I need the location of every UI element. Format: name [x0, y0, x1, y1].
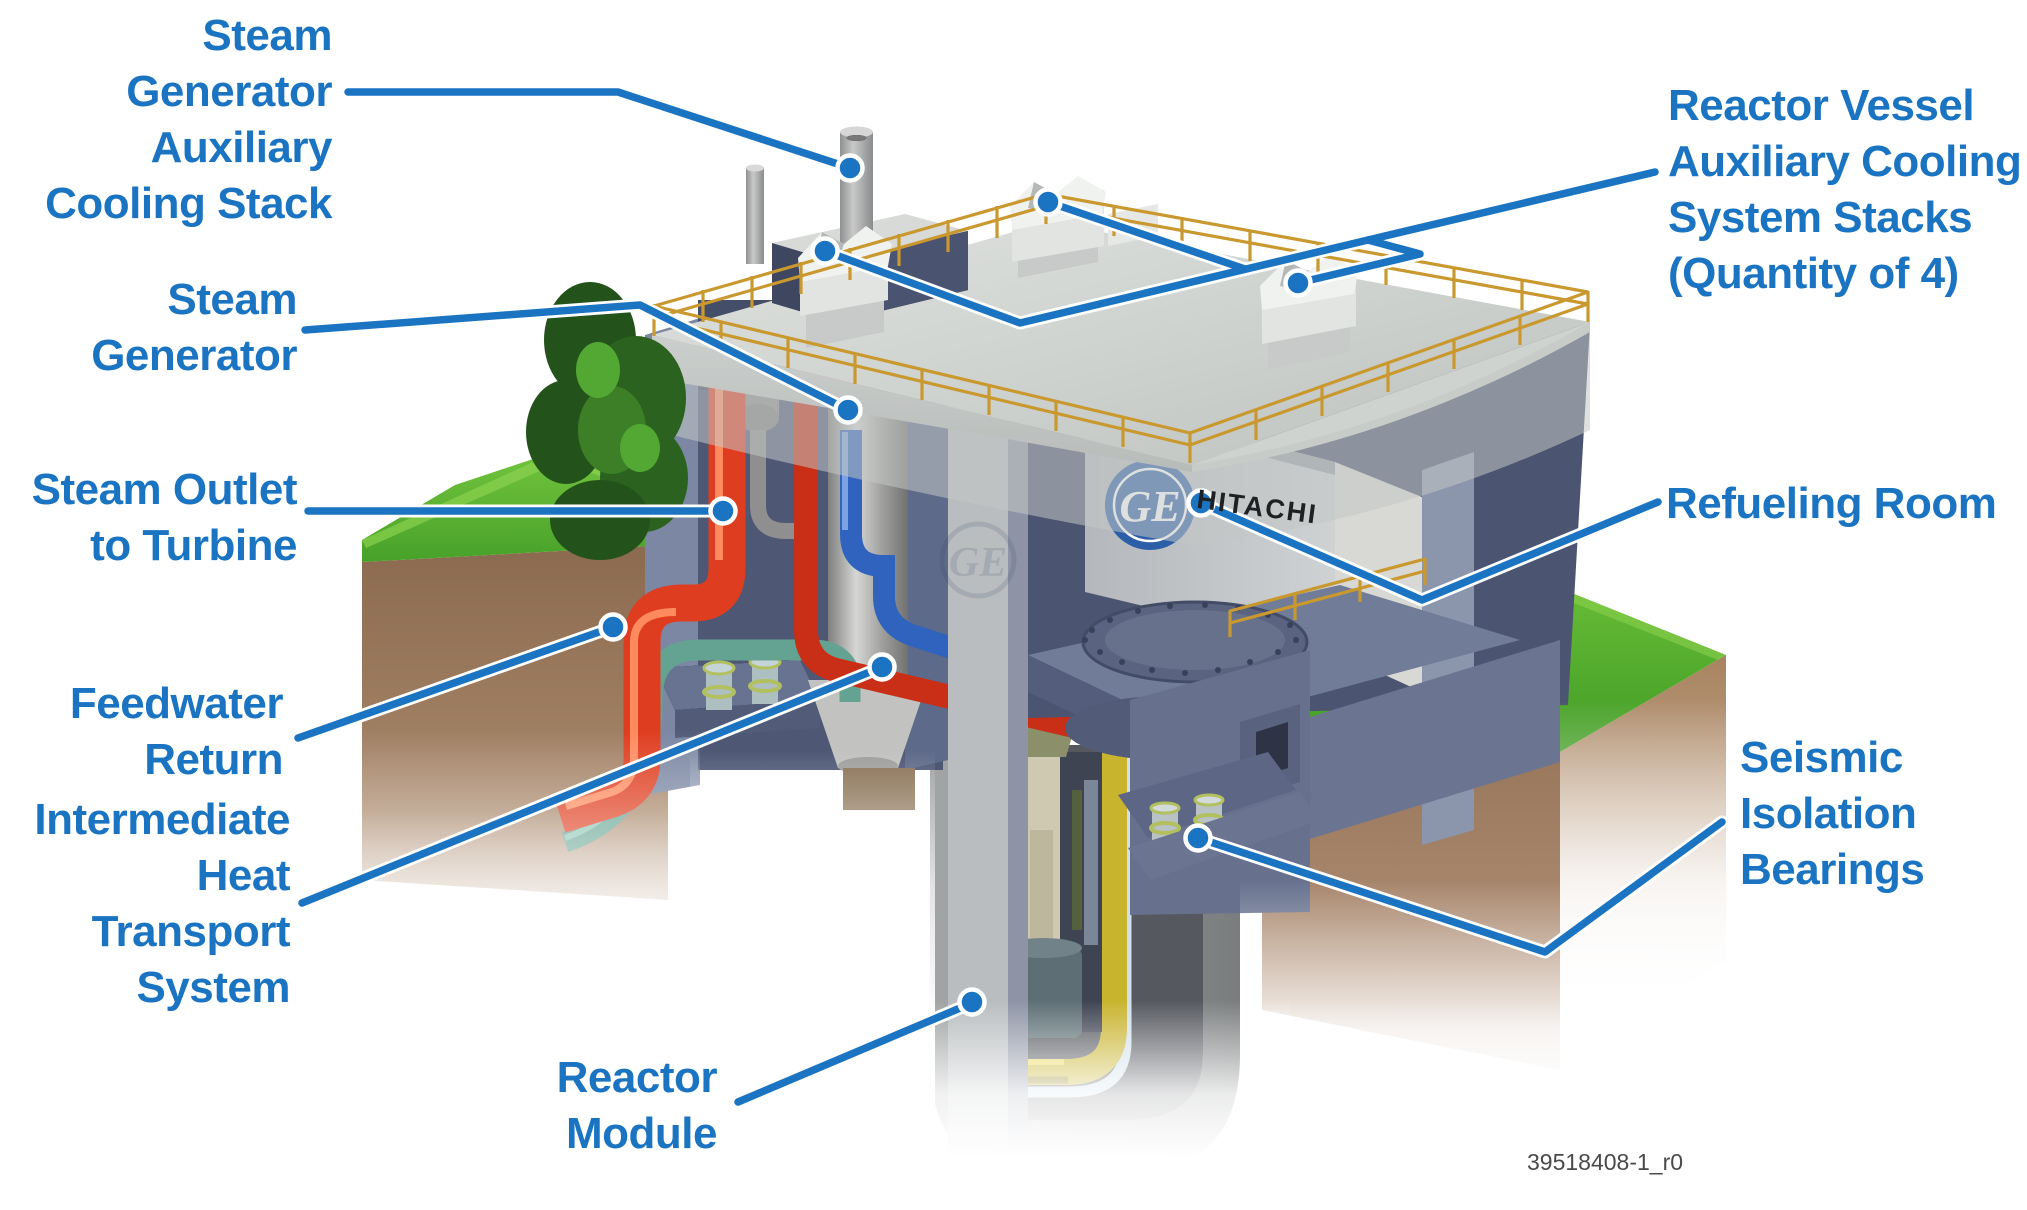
- fuel-transfer-hatch: [1081, 600, 1309, 684]
- label-feedwater-return: Feedwater Return: [69, 679, 284, 784]
- leader-rvacs: [810, 165, 1662, 330]
- label-reactor-module: Reactor Module: [556, 1053, 718, 1158]
- label-refueling-room: Refueling Room: [1666, 479, 1997, 528]
- label-steam-outlet-to-turbine: Steam Outlet to Turbine: [31, 465, 298, 570]
- label-steam-generator: Steam Generator: [91, 275, 297, 380]
- leader-sg-aux-cooling-stack: [341, 85, 865, 183]
- svg-text:GE: GE: [949, 540, 1007, 586]
- leader-steam-generator: [298, 298, 863, 425]
- sg-aux-cooling-stack: [746, 126, 873, 264]
- floor-penetrations: [702, 654, 782, 710]
- ge-watermark-icon: GE: [939, 521, 1017, 599]
- leader-steam-outlet: [301, 496, 738, 526]
- leader-refueling-room: [1186, 488, 1665, 607]
- label-rvacs-stacks: Reactor Vessel Auxiliary Cooling System …: [1668, 81, 2022, 298]
- support-structure: [1065, 650, 1320, 915]
- label-ihts: Intermediate Heat Transport System: [34, 795, 290, 1012]
- leader-lines: [291, 85, 1729, 1109]
- leader-reactor-module: [731, 987, 987, 1109]
- fade-overlays: [340, 700, 1740, 1210]
- leader-ihts: [295, 652, 897, 910]
- document-number: 39518408-1_r0: [1527, 1149, 1684, 1175]
- leader-feedwater-return: [291, 612, 628, 745]
- leader-seismic-bearings: [1183, 815, 1729, 959]
- label-seismic-isolation-bearings: Seismic Isolation Bearings: [1740, 733, 1925, 894]
- label-sg-aux-cooling-stack: Steam Generator Auxiliary Cooling Stack: [45, 11, 332, 228]
